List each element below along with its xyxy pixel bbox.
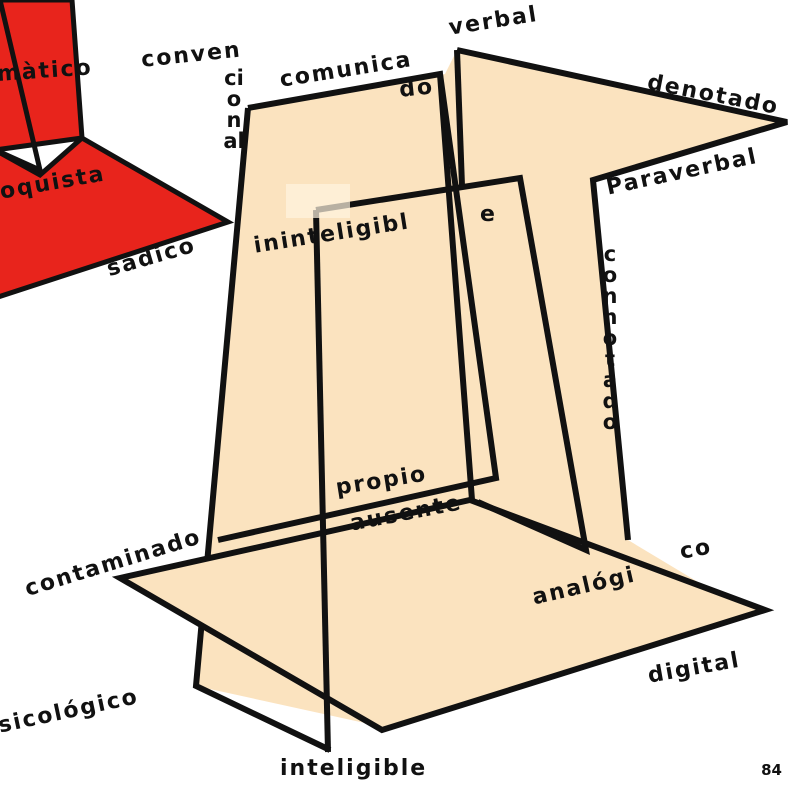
label-cional: cional	[222, 68, 246, 152]
label-inteligible: inteligible	[280, 756, 427, 781]
label-do: do	[398, 74, 435, 103]
label-connotado: connotado	[598, 244, 622, 433]
paper-sticker	[286, 184, 350, 218]
label-e: e	[480, 202, 497, 227]
page-number: 84	[761, 761, 782, 779]
